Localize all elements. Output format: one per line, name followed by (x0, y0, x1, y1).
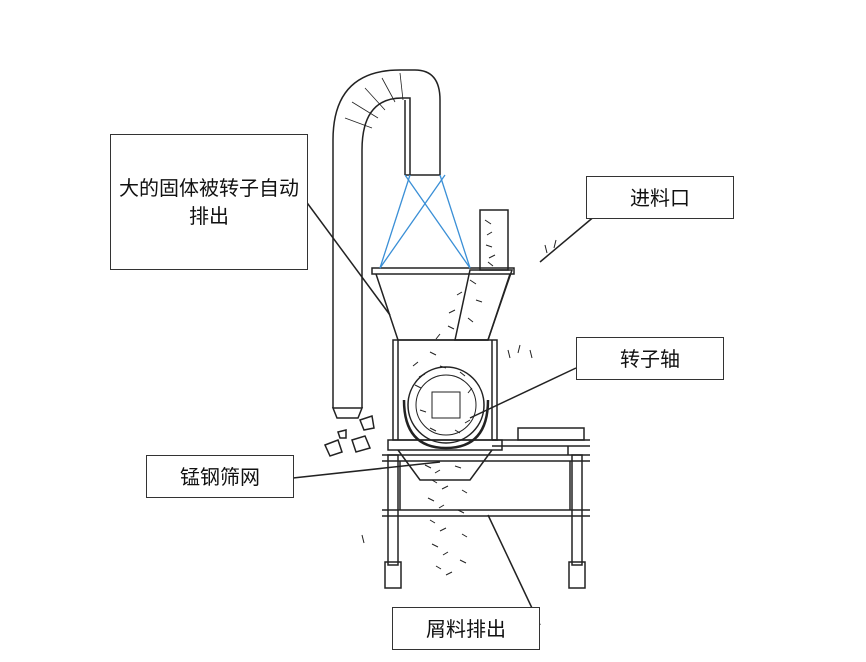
leader-screen (292, 461, 441, 479)
label-feed-inlet-text: 进料口 (630, 185, 690, 210)
duct-pipe (332, 69, 441, 408)
hopper-cone (375, 273, 511, 341)
rotor (407, 366, 485, 444)
label-auto-discharge-text: 大的固体被转子自动排出 (119, 176, 299, 228)
feed-chute (479, 209, 509, 271)
leader-auto-discharge (304, 199, 391, 316)
duct-outlet (331, 407, 364, 419)
label-rotor-shaft: 转子轴 (576, 337, 724, 380)
label-manganese-screen-text: 锰钢筛网 (180, 464, 260, 489)
label-chip-discharge: 屑料排出 (392, 607, 540, 650)
label-chip-discharge-text: 屑料排出 (426, 616, 506, 641)
leg-left (387, 454, 399, 566)
leader-feed-inlet (539, 214, 597, 263)
label-auto-discharge: 大的固体被转子自动排出 (110, 134, 308, 270)
base-plate (387, 439, 503, 451)
hopper-rim (371, 267, 515, 275)
duct-pipe-inner (361, 97, 411, 408)
label-manganese-screen: 锰钢筛网 (146, 455, 294, 498)
chips (361, 219, 557, 576)
label-feed-inlet: 进料口 (586, 176, 734, 219)
screen-arc (402, 399, 490, 450)
leader-rotor-shaft (469, 367, 577, 419)
leg-right (571, 454, 583, 566)
label-rotor-shaft-text: 转子轴 (620, 346, 680, 371)
leader-chip-discharge (487, 514, 541, 626)
